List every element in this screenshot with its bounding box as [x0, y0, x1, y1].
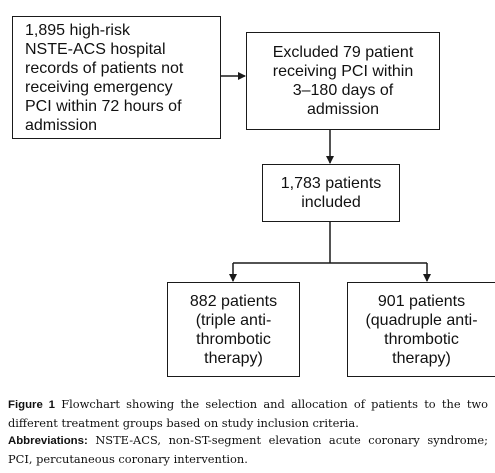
node-triple-therapy: 882 patients (triple anti- thrombotic th… [167, 282, 300, 377]
node-excluded: Excluded 79 patient receiving PCI within… [246, 32, 440, 130]
figure-caption: Figure 1 Flowchart showing the selection… [8, 396, 488, 468]
node-quadruple-therapy: 901 patients (quadruple anti- thrombotic… [347, 282, 495, 377]
flowchart: 1,895 high-risk NSTE-ACS hospital record… [12, 16, 495, 377]
node-included: 1,783 patients included [262, 164, 400, 222]
abbreviations: Abbreviations: NSTE-ACS, non-ST-segment … [8, 432, 488, 468]
figure-description: Figure 1 Flowchart showing the selection… [8, 396, 488, 432]
node-source-records: 1,895 high-risk NSTE-ACS hospital record… [12, 16, 221, 139]
flowchart-connectors [221, 72, 431, 282]
abbreviations-label: Abbreviations: [8, 435, 88, 447]
figure-text: Flowchart showing the selection and allo… [8, 397, 489, 430]
abbreviations-text: NSTE-ACS, non-ST-segment elevation acute… [8, 433, 488, 466]
figure-label: Figure 1 [8, 399, 55, 411]
